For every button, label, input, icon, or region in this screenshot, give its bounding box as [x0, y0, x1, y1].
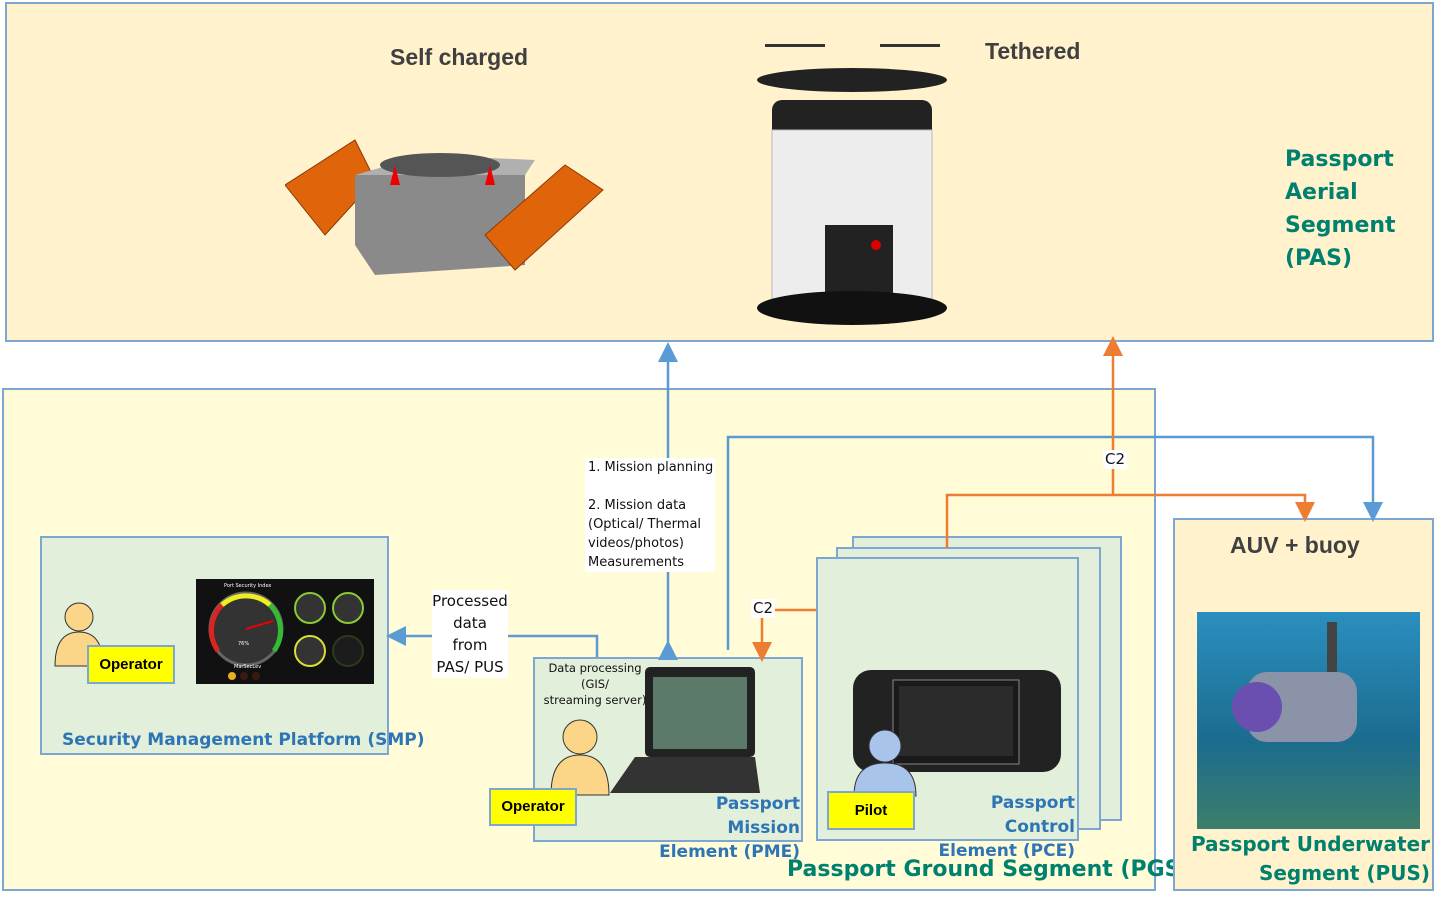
smp-title: Security Management Platform (SMP) — [62, 730, 425, 750]
pilot-avatar — [853, 729, 917, 797]
self-charged-label: Self charged — [390, 44, 529, 70]
pgs-title: Passport Ground Segment (PGS) — [787, 857, 1191, 882]
pas-panel — [5, 2, 1434, 342]
pilot-label: Pilot — [827, 791, 915, 830]
pme-operator-label: Operator — [489, 788, 577, 826]
pme-note: Data processing(GIS/streaming server) — [543, 661, 647, 707]
security-dashboard: Port Security Index 76% MarSecLev — [196, 579, 374, 684]
c2-label-mid: C2 — [751, 599, 776, 618]
auv-image — [1197, 612, 1420, 829]
self-charged-station-image — [285, 139, 604, 275]
tethered-label: Tethered — [985, 38, 1081, 64]
tethered-drone-image — [757, 44, 947, 325]
smp-operator-label: Operator — [87, 645, 175, 684]
c2-label-top: C2 — [1103, 450, 1128, 469]
pus-header: AUV + buoy — [1230, 532, 1360, 558]
laptop-image — [610, 667, 760, 793]
operator-avatar — [550, 719, 610, 796]
tablet-image — [853, 670, 1061, 772]
